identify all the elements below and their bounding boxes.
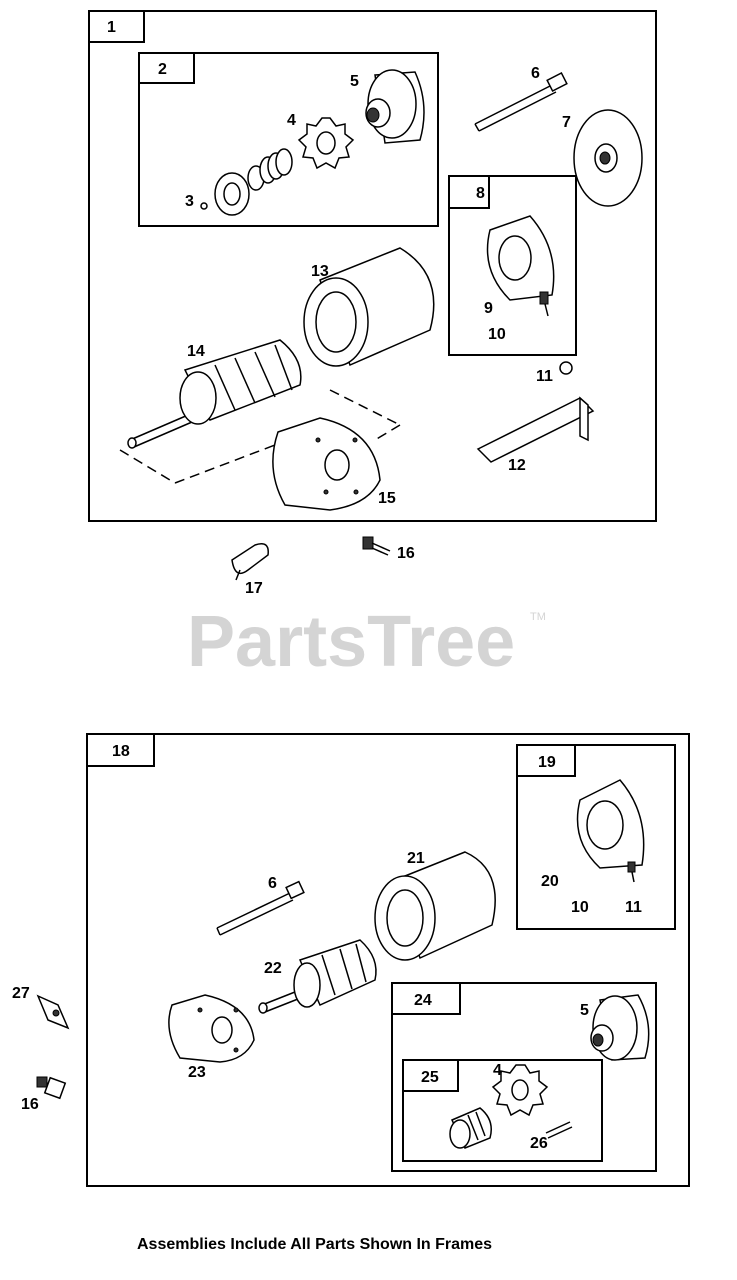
- assembly-frame-18: 18: [86, 733, 690, 1187]
- assembly-frame-8: 8: [448, 175, 577, 356]
- callout-9: 9: [484, 300, 493, 317]
- part-end-plate: [573, 109, 643, 207]
- assembly-frame-19: 19: [516, 744, 676, 930]
- part-nut: [559, 361, 573, 375]
- part-armature: [127, 339, 302, 449]
- assembly-frame-2: 2: [138, 52, 439, 227]
- callout-22: 22: [264, 960, 282, 977]
- frame-label-1: 1: [107, 19, 116, 36]
- part-drive-clutch: [449, 1107, 492, 1149]
- callout-5-bottom: 5: [580, 1002, 589, 1019]
- callout-10: 10: [488, 326, 506, 343]
- top-callout-labels: 3 4 5 6 7 9 10 11 12 13 14 15: [185, 65, 571, 507]
- callout-11: 11: [536, 368, 553, 385]
- part-screw-16-bottom: [36, 1076, 67, 1100]
- part-pinion-gear: [297, 117, 355, 170]
- part-pin-26: [545, 1121, 573, 1139]
- callout-15: 15: [378, 490, 396, 507]
- callout-4: 4: [287, 112, 296, 129]
- watermark: PartsTree TM: [187, 602, 546, 682]
- callout-3: 3: [185, 193, 194, 210]
- callout-16-top: 16: [397, 545, 415, 562]
- callout-17: 17: [245, 580, 263, 597]
- part-field-housing-21: [374, 851, 496, 961]
- callout-6-bottom: 6: [268, 875, 277, 892]
- assembly-frame-24: 24: [391, 982, 657, 1172]
- assembly-frame-25: 25: [402, 1059, 603, 1162]
- callout-21: 21: [407, 850, 425, 867]
- callout-13: 13: [311, 263, 329, 280]
- frame-label-8: 8: [476, 185, 485, 202]
- part-drive-end-cap: [365, 69, 425, 144]
- part-brush-holder: [486, 215, 555, 317]
- part-through-bolt: [474, 72, 568, 132]
- callout-4-bottom: 4: [493, 1062, 502, 1079]
- callout-5: 5: [350, 73, 359, 90]
- part-clip-27: [36, 994, 70, 1030]
- callout-6: 6: [531, 65, 540, 82]
- dashed-alignment-lines: [119, 389, 401, 484]
- part-field-housing: [303, 247, 435, 367]
- bottom-callout-labels: 6 21 22 23 20 10 11 5 4 26: [188, 850, 642, 1152]
- callout-12: 12: [508, 457, 526, 474]
- frame-label-2: 2: [158, 61, 167, 78]
- watermark-text: PartsTree: [187, 602, 515, 682]
- part-pinion-gear-bottom: [491, 1064, 549, 1117]
- part-clip-17: [231, 543, 269, 581]
- callout-7: 7: [562, 114, 571, 131]
- frame-label-25: 25: [421, 1069, 439, 1086]
- watermark-tm: TM: [530, 611, 546, 623]
- callout-27: 27: [12, 985, 30, 1002]
- part-retainer-collar: [200, 165, 265, 216]
- frame-label-24: 24: [414, 992, 432, 1009]
- part-screw-16-top: [362, 536, 391, 556]
- part-spring: [259, 148, 293, 184]
- part-through-bolt-bottom: [216, 880, 305, 936]
- callout-26: 26: [530, 1135, 548, 1152]
- callout-16-bottom: 16: [21, 1096, 39, 1113]
- part-drive-end-cap-bottom: [590, 994, 650, 1061]
- part-armature-22: [258, 939, 377, 1014]
- part-mount-plate: [272, 417, 381, 511]
- callout-23: 23: [188, 1064, 206, 1081]
- assembly-frame-1: 1: [88, 10, 657, 522]
- frame-label-19: 19: [538, 754, 556, 771]
- frame-label-18: 18: [112, 743, 130, 760]
- part-mount-plate-23: [168, 994, 255, 1063]
- callout-11-bottom: 11: [625, 899, 642, 916]
- part-bracket-strip: [476, 396, 595, 463]
- part-brush-holder-20: [576, 779, 645, 883]
- footer-caption: Assemblies Include All Parts Shown In Fr…: [137, 1236, 492, 1253]
- callout-20: 20: [541, 873, 559, 890]
- callout-14: 14: [187, 343, 205, 360]
- callout-10-bottom: 10: [571, 899, 589, 916]
